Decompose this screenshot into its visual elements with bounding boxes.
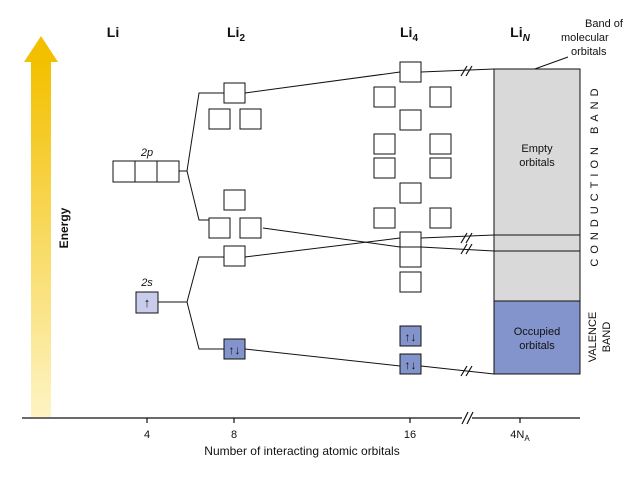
li2-electron-pair: ↑↓ (229, 343, 241, 357)
tick-4: 4 (144, 429, 150, 441)
svg-text:Band of: Band of (585, 18, 624, 30)
label-2p: 2p (140, 147, 153, 159)
label-2p-letter: p (146, 147, 153, 159)
li4-occupied-orbital-lower (399, 353, 422, 375)
conduction-band-label: CONDUCTION BAND (589, 83, 601, 266)
svg-text:orbitals: orbitals (571, 46, 607, 58)
heading-li: Li (107, 24, 119, 40)
label-2s: 2s (140, 277, 153, 289)
energy-label: Energy (57, 207, 71, 248)
valence-band-label: VALENCE BAND (587, 312, 613, 363)
band-of-molecular-orbitals-note: Band of molecular orbitals (531, 18, 624, 71)
li2-occupied-orbital (223, 338, 246, 360)
li4-occupied-orbital-upper (399, 325, 422, 347)
svg-text:Occupied: Occupied (514, 326, 560, 338)
li4-orbitals (373, 61, 452, 293)
li4-electron-pair-upper: ↑↓ (405, 330, 417, 344)
energy-arrow (24, 36, 58, 417)
li4-electron-pair-lower: ↑↓ (405, 358, 417, 372)
occupied-orbitals-label: Occupied orbitals (514, 326, 560, 352)
heading-lin: LiN (510, 24, 530, 44)
atomic-2p-orbitals (112, 160, 180, 183)
svg-text:BAND: BAND (601, 322, 613, 353)
svg-text:orbitals: orbitals (519, 157, 555, 169)
tick-16: 16 (404, 429, 416, 441)
x-axis (22, 411, 580, 425)
tick-8: 8 (231, 429, 237, 441)
heading-li2: Li2 (227, 24, 245, 44)
svg-text:orbitals: orbitals (519, 340, 555, 352)
empty-orbitals-label: Empty orbitals (519, 143, 555, 169)
svg-text:Empty: Empty (521, 143, 553, 155)
occupied-band (493, 300, 581, 375)
svg-text:molecular: molecular (561, 32, 609, 44)
atomic-2s-orbital (135, 291, 159, 314)
atomic-2s-electron: ↑ (144, 295, 151, 310)
li2-orbitals (208, 82, 262, 267)
heading-li4: Li4 (400, 24, 418, 44)
empty-band (493, 68, 581, 302)
tick-4na: 4NA (510, 429, 530, 443)
connecting-lines (158, 68, 495, 375)
x-axis-label: Number of interacting atomic orbitals (204, 444, 399, 458)
svg-text:VALENCE: VALENCE (587, 312, 599, 363)
connector-break-marks (460, 65, 473, 377)
